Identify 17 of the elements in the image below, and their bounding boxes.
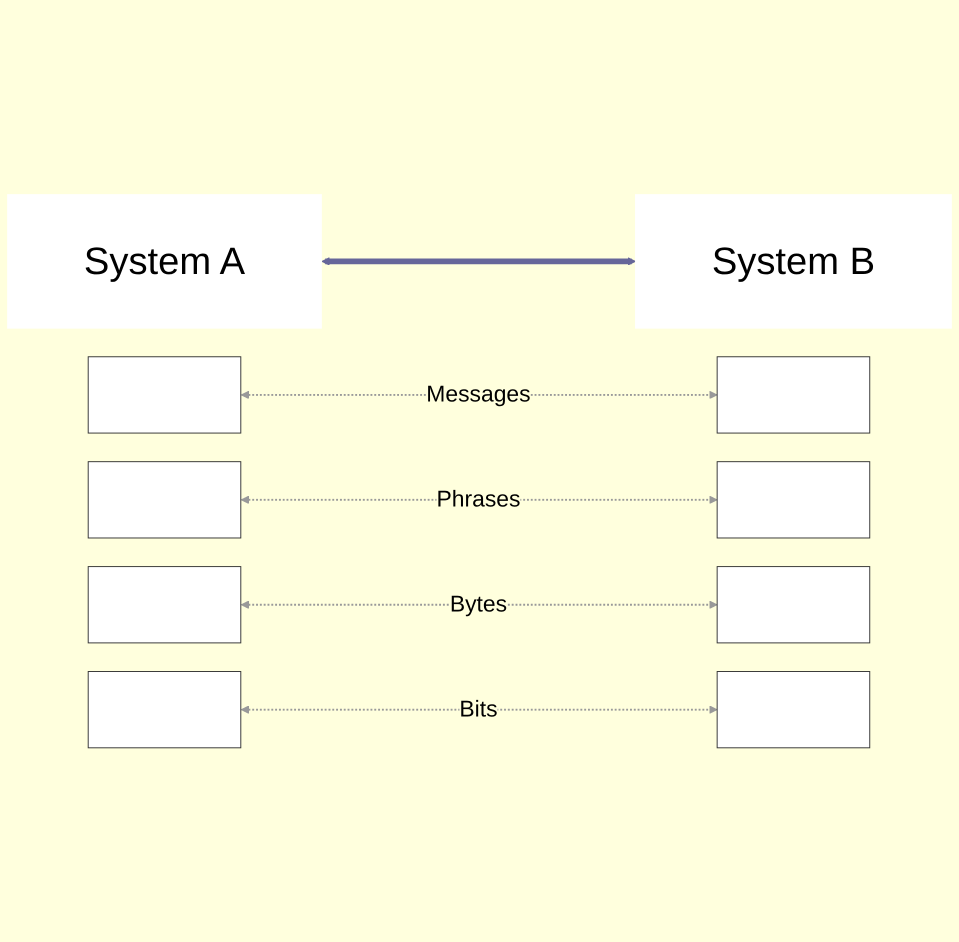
arrow — [240, 600, 718, 609]
edge-label: Messages — [426, 381, 531, 408]
node-box: System A — [7, 194, 322, 328]
node-box — [88, 356, 242, 434]
edge-label: Bits — [459, 696, 498, 722]
node-box — [716, 566, 870, 644]
node-box — [716, 460, 870, 538]
node-box — [88, 670, 242, 748]
node-box — [716, 356, 870, 434]
node-box — [88, 460, 242, 538]
node-box — [716, 670, 870, 748]
arrow — [240, 705, 718, 714]
arrow — [321, 256, 636, 266]
node-box: System B — [635, 194, 952, 328]
node-box — [88, 566, 242, 644]
edge-label: Phrases — [436, 486, 520, 512]
edge-label: Bytes — [450, 591, 508, 617]
